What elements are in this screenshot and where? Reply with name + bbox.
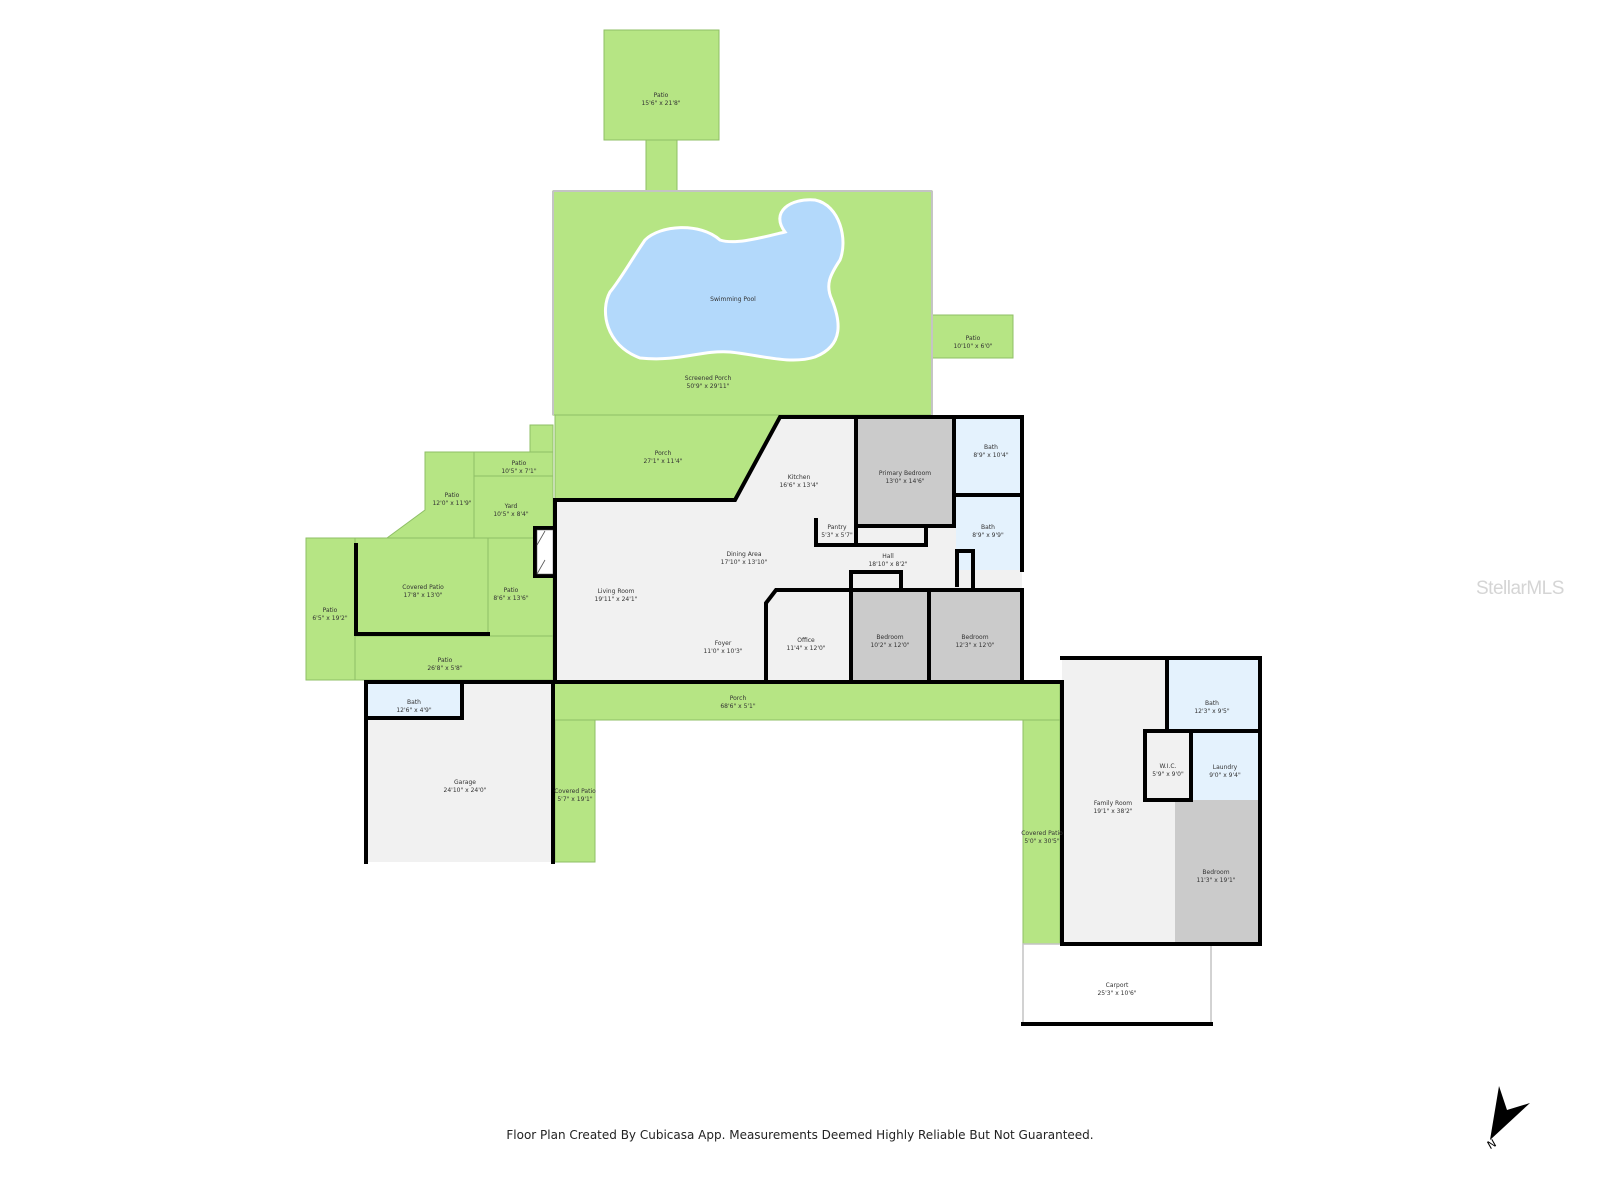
dim-office: 11'4" x 12'0" [786, 645, 825, 652]
label-patio-268: Patio [438, 657, 453, 664]
room-garage-bath [368, 684, 462, 718]
dim-carport: 25'3" x 10'6" [1097, 990, 1136, 997]
label-wic: W.I.C. [1160, 763, 1177, 770]
label-bedroom3: Bedroom [1202, 869, 1229, 876]
room-bath1 [956, 418, 1021, 494]
interior-areas [366, 415, 1260, 1025]
room-bath2 [956, 497, 1021, 570]
screen-walls [552, 190, 933, 415]
label-hall: Hall [882, 553, 894, 560]
dim-patio-120: 12'0" x 11'9" [432, 500, 471, 507]
dim-dining: 17'10" x 13'10" [721, 559, 768, 566]
dim-covered-patio-left: 17'8" x 13'0" [403, 592, 442, 599]
dim-family-room: 19'1" x 38'2" [1093, 808, 1132, 815]
label-covered-patio-left: Covered Patio [402, 584, 444, 591]
label-patio-86: Patio [504, 587, 519, 594]
room-primary-bedroom [856, 418, 954, 524]
dim-kitchen: 16'6" x 13'4" [779, 482, 818, 489]
dim-covered-patio-right: 5'0" x 30'5" [1024, 838, 1060, 845]
dim-yard: 10'5" x 8'4" [493, 511, 529, 518]
room-bedroom1 [851, 591, 928, 680]
dim-patio-right: 10'10" x 6'0" [953, 343, 992, 350]
dim-foyer: 11'0" x 10'3" [703, 648, 742, 655]
room-porch-bottom [552, 681, 1061, 721]
dim-bedroom3: 11'3" x 19'1" [1196, 877, 1235, 884]
dim-screened-porch: 50'9" x 29'11" [687, 383, 730, 390]
label-bedroom2: Bedroom [961, 634, 988, 641]
label-covered-patio-right: Covered Patio [1021, 830, 1063, 837]
label-patio-65: Patio [323, 607, 338, 614]
dim-patio-105: 10'5" x 7'1" [501, 468, 537, 475]
room-covered-patio-mid [554, 719, 596, 863]
label-garage: Garage [454, 779, 476, 786]
dim-patio-top: 15'6" x 21'8" [641, 100, 680, 107]
label-pantry: Pantry [827, 524, 847, 531]
dim-pantry: 5'3" x 5'7" [821, 532, 853, 539]
dim-bath2: 8'9" x 9'9" [972, 532, 1004, 539]
label-dining: Dining Area [726, 551, 761, 558]
walls [354, 415, 1262, 1026]
dim-garage-bath: 12'6" x 4'9" [396, 707, 432, 714]
room-patio-120 [385, 451, 475, 539]
label-foyer: Foyer [715, 640, 732, 647]
label-carport: Carport [1106, 982, 1129, 989]
label-bath1: Bath [984, 444, 998, 451]
label-covered-patio-mid: Covered Patio [554, 788, 596, 795]
room-bedroom2 [930, 591, 1021, 680]
dim-laundry: 9'0" x 9'4" [1209, 772, 1241, 779]
label-living: Living Room [598, 588, 635, 595]
label-patio-top: Patio [654, 92, 669, 99]
dim-porch-top: 27'1" x 11'4" [643, 458, 682, 465]
footer-disclaimer: Floor Plan Created By Cubicasa App. Meas… [506, 1128, 1094, 1142]
patio-step [529, 424, 554, 453]
label-patio-right: Patio [966, 335, 981, 342]
dim-garage: 24'10" x 24'0" [444, 787, 487, 794]
swimming-pool [603, 198, 845, 362]
fireplace [533, 526, 555, 578]
room-patio-65 [305, 537, 356, 681]
dim-hall: 18'10" x 8'2" [868, 561, 907, 568]
label-screened-porch: Screened Porch [685, 375, 732, 382]
label-bedroom1: Bedroom [876, 634, 903, 641]
label-office: Office [797, 637, 815, 644]
label-laundry: Laundry [1213, 764, 1238, 771]
room-bath3 [1167, 660, 1259, 730]
label-family-room: Family Room [1094, 800, 1132, 807]
room-bedroom3 [1175, 800, 1260, 942]
dim-living: 19'11" x 24'1" [595, 596, 638, 603]
room-labels: Patio 15'6" x 21'8" Swimming Pool Screen… [312, 92, 1241, 997]
label-patio-105: Patio [512, 460, 527, 467]
label-primary-bedroom: Primary Bedroom [879, 470, 931, 477]
label-kitchen: Kitchen [788, 474, 811, 481]
label-pool: Swimming Pool [710, 296, 756, 303]
dim-patio-86: 8'6" x 13'6" [493, 595, 529, 602]
room-covered-patio-right [1022, 719, 1061, 945]
patio-walkway [645, 139, 678, 192]
dim-covered-patio-mid: 5'7" x 19'1" [557, 796, 593, 803]
dim-patio-65: 6'5" x 19'2" [312, 615, 348, 622]
dim-primary-bedroom: 13'0" x 14'6" [885, 478, 924, 485]
label-porch-top: Porch [655, 450, 672, 457]
room-laundry [1191, 731, 1258, 800]
dim-bedroom2: 12'3" x 12'0" [955, 642, 994, 649]
label-patio-120: Patio [445, 492, 460, 499]
label-porch-bottom: Porch [730, 695, 747, 702]
dim-porch-bottom: 68'6" x 5'1" [720, 703, 756, 710]
label-bath3: Bath [1205, 700, 1219, 707]
label-yard: Yard [504, 503, 518, 510]
north-arrow-icon: N [1485, 1086, 1530, 1152]
dim-wic: 5'9" x 9'0" [1152, 771, 1184, 778]
dim-bath1: 8'9" x 10'4" [973, 452, 1009, 459]
label-garage-bath: Bath [407, 699, 421, 706]
dim-patio-268: 26'8" x 5'8" [427, 665, 463, 672]
room-patio-268 [354, 635, 554, 681]
room-patio-top [603, 29, 720, 141]
room-patio-105 [473, 451, 554, 477]
label-bath2: Bath [981, 524, 995, 531]
dim-bedroom1: 10'2" x 12'0" [870, 642, 909, 649]
watermark: StellarMLS [1476, 578, 1564, 599]
dim-bath3: 12'3" x 9'5" [1194, 708, 1230, 715]
room-patio-right [931, 314, 1014, 359]
